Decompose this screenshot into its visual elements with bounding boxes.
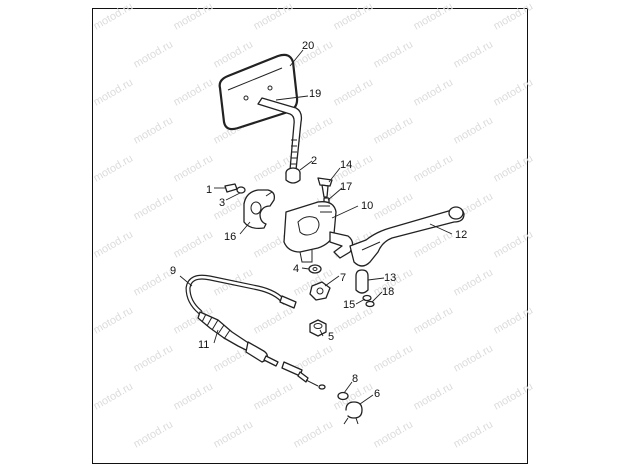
washer-part-4 [308,264,322,274]
watermark-text: motod.ru [492,304,536,336]
callout-1: 1 [206,184,212,196]
clip-part-6 [343,401,363,425]
watermark-text: motod.ru [492,228,536,260]
cable-part [185,274,297,315]
mirror-glass-part [218,53,299,131]
watermark-text: motod.ru [92,228,136,260]
watermark-text: motod.ru [212,418,256,450]
callout-19: 19 [309,88,321,100]
watermark-text: motod.ru [92,380,136,412]
watermark-text: motod.ru [492,152,536,184]
watermark-text: motod.ru [172,0,216,32]
watermark-text: motod.ru [212,38,256,70]
watermark-text: motod.ru [172,380,216,412]
watermark-text: motod.ru [412,76,456,108]
watermark-text: motod.ru [372,38,416,70]
watermark-text: motod.ru [492,0,536,32]
watermark-text: motod.ru [172,228,216,260]
callout-18: 18 [382,286,394,298]
watermark-text: motod.ru [132,418,176,450]
watermark-text: motod.ru [92,152,136,184]
watermark-text: motod.ru [372,342,416,374]
watermark-text: motod.ru [172,152,216,184]
callout-11: 11 [198,339,209,351]
watermark-text: motod.ru [412,0,456,32]
callout-15: 15 [343,299,355,311]
watermark-text: motod.ru [132,38,176,70]
watermark-text: motod.ru [452,342,496,374]
watermark-text: motod.ru [132,114,176,146]
callout-13: 13 [384,272,396,284]
watermark-text: motod.ru [412,380,456,412]
callout-3: 3 [219,197,225,209]
watermark-text: motod.ru [132,190,176,222]
washer-part-8 [337,391,349,401]
watermark-text: motod.ru [372,114,416,146]
watermark-text: motod.ru [452,418,496,450]
watermark-text: motod.ru [292,418,336,450]
callout-16: 16 [224,231,236,243]
callout-10: 10 [361,200,373,212]
watermark-text: motod.ru [332,0,376,32]
watermark-text: motod.ru [332,152,376,184]
clamp-part-16 [243,189,276,230]
callout-14: 14 [340,159,352,171]
watermark-text: motod.ru [132,266,176,298]
watermark-text: motod.ru [132,342,176,374]
watermark-text: motod.ru [92,304,136,336]
watermark-text: motod.ru [412,152,456,184]
callout-labels: 20 19 2 14 17 1 3 10 16 12 4 7 13 15 18 … [170,40,467,400]
watermark-text: motod.ru [452,38,496,70]
lever-part [349,206,465,267]
callout-20: 20 [302,40,314,52]
watermark-text: motod.ru [252,304,296,336]
watermark-text: motod.ru [252,380,296,412]
callout-12: 12 [455,229,467,241]
callout-2: 2 [311,155,317,167]
callout-9: 9 [170,265,176,277]
callout-17: 17 [340,181,352,193]
adjuster-part-7 [309,281,331,301]
watermark-text: motod.ru [92,76,136,108]
cable-adjuster-part [197,311,279,367]
leader-lines [179,49,453,405]
callout-8: 8 [352,373,358,385]
watermark-text: motod.ru [332,76,376,108]
screw-part-14 [317,177,333,198]
watermark-text: motod.ru [492,76,536,108]
lever-housing-part [283,201,354,263]
callout-6: 6 [374,388,380,400]
watermark-text: motod.ru [412,304,456,336]
watermark-text: motod.ru [372,190,416,222]
callout-5: 5 [328,331,334,343]
nut-part [285,167,301,184]
watermark-text: motod.ru [492,380,536,412]
watermark-text: motod.ru [92,0,136,32]
cable-end-part [281,361,326,390]
screw-and-washer-parts [224,183,246,194]
watermark-text: motod.ru [452,114,496,146]
watermark-text: motod.ru [412,228,456,260]
watermark-text: motod.ru [252,0,296,32]
callout-7: 7 [340,272,346,284]
watermark-text: motod.ru [372,418,416,450]
watermark-text: motod.ru [172,76,216,108]
callout-4: 4 [293,263,299,275]
watermark-text: motod.ru [452,266,496,298]
lock-nut-part [309,319,327,337]
